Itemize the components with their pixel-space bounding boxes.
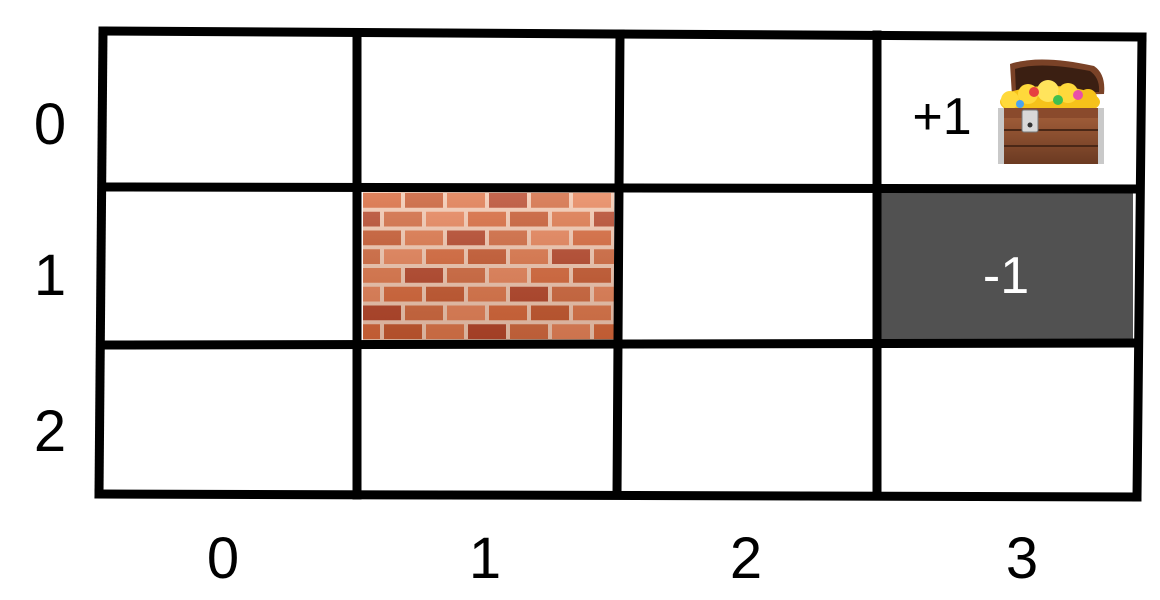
col-label-0: 0: [206, 526, 240, 591]
row-label-1: 1: [33, 243, 67, 308]
brick-wall-icon: [363, 191, 614, 341]
pit-reward-label: -1: [983, 247, 1029, 305]
col-label-1: 1: [468, 526, 502, 591]
goal-cell: +1: [912, 59, 1105, 164]
treasure-chest-icon: [998, 59, 1105, 164]
col-label-3: 3: [1005, 526, 1039, 591]
grid-lines: [94, 26, 1147, 502]
pit-cell: -1: [880, 191, 1133, 339]
goal-reward-label: +1: [912, 88, 971, 146]
row-label-2: 2: [33, 399, 67, 464]
col-label-2: 2: [729, 526, 763, 591]
row-label-0: 0: [33, 92, 67, 157]
